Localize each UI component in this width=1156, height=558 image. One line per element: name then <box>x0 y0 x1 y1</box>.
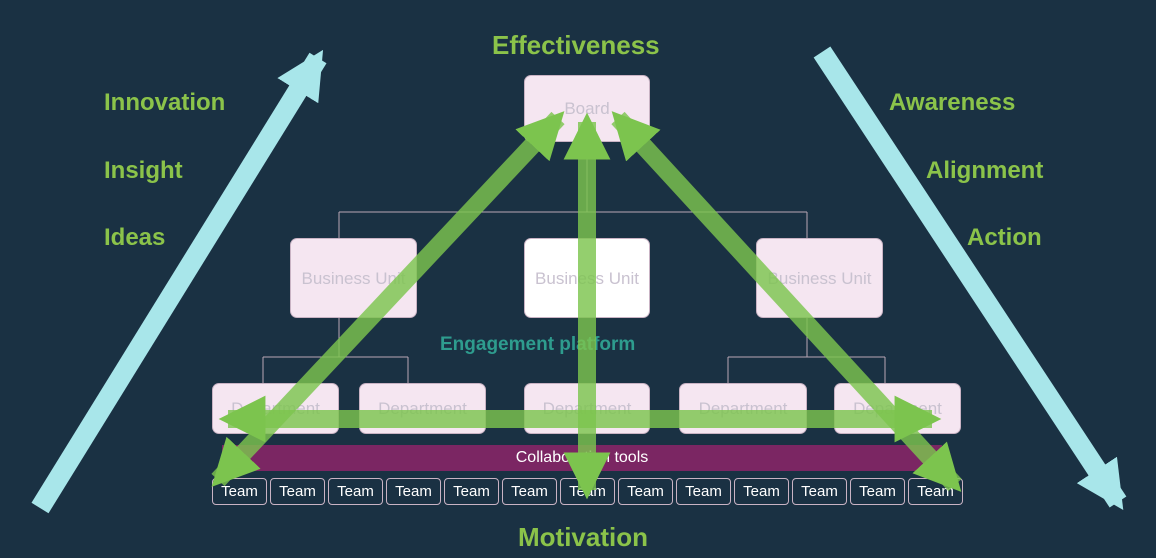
descending-arrow <box>813 46 1127 511</box>
insight-label: Insight <box>104 157 183 184</box>
innovation-label: Innovation <box>104 89 226 116</box>
alignment-label: Alignment <box>926 157 1044 184</box>
rising-arrow <box>31 49 327 514</box>
motivation-label: Motivation <box>518 522 648 552</box>
awareness-label: Awareness <box>889 89 1016 116</box>
effectiveness-label: Effectiveness <box>492 30 660 60</box>
action-label: Action <box>967 224 1042 251</box>
ideas-label: Ideas <box>104 224 166 251</box>
